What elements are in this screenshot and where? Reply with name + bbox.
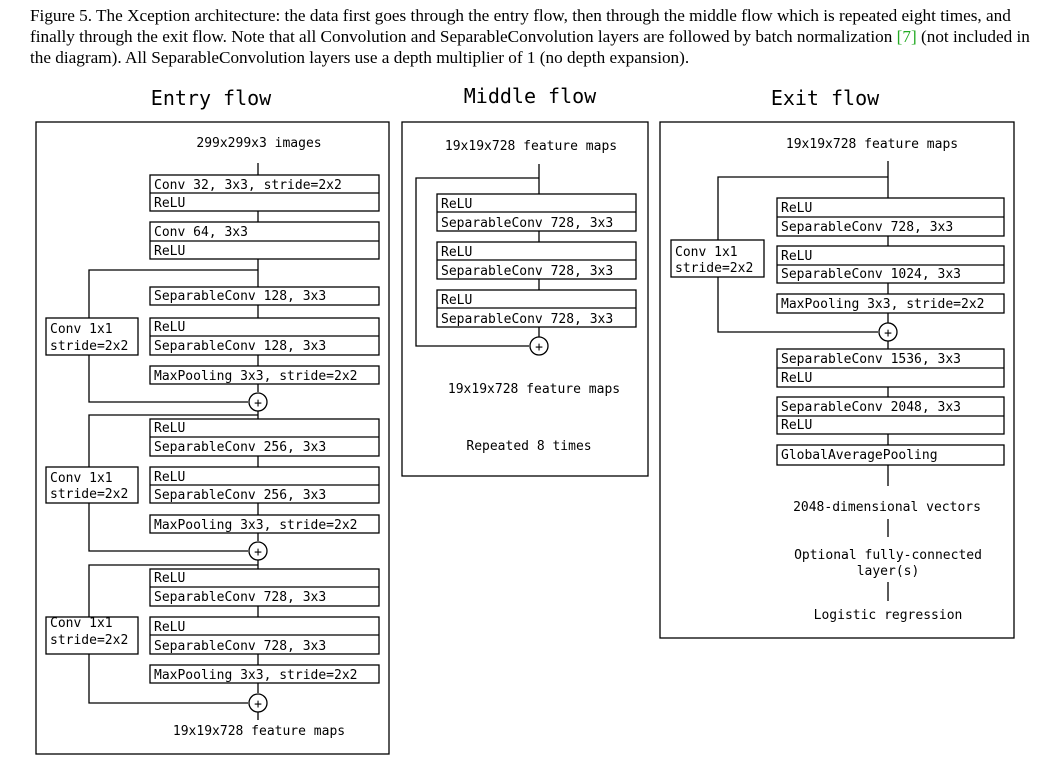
entry-input-label: 299x299x3 images — [196, 136, 321, 151]
layer-label: SeparableConv 728, 3x3 — [441, 264, 613, 279]
skip-label: stride=2x2 — [50, 487, 128, 502]
layer-label: ReLU — [781, 371, 812, 386]
figure-caption: Figure 5. The Xception architecture: the… — [30, 5, 1030, 68]
caption-text-1: Figure 5. The Xception architecture: the… — [30, 6, 1011, 46]
entry-skip-conv-3 — [45, 616, 139, 655]
layer-label: ReLU — [441, 197, 472, 212]
layer-label: SeparableConv 128, 3x3 — [154, 289, 326, 304]
caption-text-2: (not included in the diagram). All Separ… — [30, 27, 1030, 67]
layer-label: SeparableConv 728, 3x3 — [781, 220, 953, 235]
repeat-label: Repeated 8 times — [466, 439, 591, 454]
entry-add-node-1 — [248, 392, 268, 412]
fc-label: Optional fully-connected — [794, 548, 982, 563]
exit-flow-title: Exit flow — [770, 86, 880, 110]
layer-label: Conv 64, 3x3 — [154, 225, 248, 240]
layer-label: ReLU — [154, 196, 185, 211]
exit-gap-block — [776, 444, 1005, 466]
layer-label: ReLU — [154, 244, 185, 259]
middle-flow-title: Middle flow — [463, 84, 597, 108]
layer-label: SeparableConv 1536, 3x3 — [781, 352, 961, 367]
entry-add-node-3 — [248, 693, 268, 713]
entry-skip-conv-2 — [45, 466, 139, 504]
entry-maxpool-block-3 — [149, 664, 380, 684]
plus-sign: + — [884, 326, 892, 341]
layer-label: SeparableConv 728, 3x3 — [441, 216, 613, 231]
exit-flow-panel — [659, 121, 1015, 639]
plus-sign: + — [254, 545, 262, 560]
entry-skip-conv-1 — [45, 317, 139, 356]
layer-label: ReLU — [441, 293, 472, 308]
skip-label: Conv 1x1 — [50, 471, 113, 486]
layer-label: SeparableConv 728, 3x3 — [154, 590, 326, 605]
plus-sign: + — [535, 340, 543, 355]
layer-label: SeparableConv 128, 3x3 — [154, 339, 326, 354]
layer-label: ReLU — [781, 201, 812, 216]
entry-maxpool-block-1 — [149, 365, 380, 385]
middle-output-label: 19x19x728 feature maps — [448, 382, 620, 397]
plus-sign: + — [254, 697, 262, 712]
middle-input-label: 19x19x728 feature maps — [445, 139, 617, 154]
layer-label: SeparableConv 256, 3x3 — [154, 488, 326, 503]
skip-label: Conv 1x1 — [50, 322, 113, 337]
entry-flow-title: Entry flow — [150, 86, 272, 110]
skip-label: stride=2x2 — [675, 261, 753, 276]
layer-label: Conv 32, 3x3, stride=2x2 — [154, 178, 342, 193]
middle-add-node — [529, 336, 549, 356]
layer-label: ReLU — [154, 470, 185, 485]
middle-flow-panel — [401, 121, 649, 477]
exit-input-label: 19x19x728 feature maps — [786, 137, 958, 152]
entry-flow-panel — [35, 121, 390, 755]
skip-label: Conv 1x1 — [675, 245, 738, 260]
layer-label: MaxPooling 3x3, stride=2x2 — [781, 297, 985, 312]
entry-maxpool-block-2 — [149, 514, 380, 534]
skip-label: stride=2x2 — [50, 339, 128, 354]
layer-label: ReLU — [781, 249, 812, 264]
entry-sepconv128-block — [149, 286, 380, 306]
exit-maxpool-block — [776, 293, 1005, 314]
entry-output-label: 19x19x728 feature maps — [173, 724, 345, 739]
layer-label: GlobalAveragePooling — [781, 448, 938, 463]
layer-label: MaxPooling 3x3, stride=2x2 — [154, 668, 358, 683]
exit-add-node — [878, 322, 898, 342]
citation-link[interactable]: [7] — [896, 27, 917, 46]
layer-label: ReLU — [154, 421, 185, 436]
plus-sign: + — [254, 396, 262, 411]
fc-label: layer(s) — [857, 564, 920, 579]
layer-label: SeparableConv 728, 3x3 — [154, 639, 326, 654]
layer-label: SeparableConv 256, 3x3 — [154, 440, 326, 455]
layer-label: SeparableConv 728, 3x3 — [441, 312, 613, 327]
layer-label: MaxPooling 3x3, stride=2x2 — [154, 369, 358, 384]
layer-label: SeparableConv 1024, 3x3 — [781, 267, 961, 282]
skip-label: Conv 1x1 — [50, 616, 113, 631]
skip-label: stride=2x2 — [50, 633, 128, 648]
layer-label: ReLU — [154, 320, 185, 335]
vectors-label: 2048-dimensional vectors — [793, 500, 981, 515]
logistic-regression-label: Logistic regression — [814, 608, 963, 623]
layer-label: MaxPooling 3x3, stride=2x2 — [154, 518, 358, 533]
layer-label: SeparableConv 2048, 3x3 — [781, 400, 961, 415]
layer-label: ReLU — [154, 620, 185, 635]
exit-skip-conv — [670, 239, 765, 278]
layer-label: ReLU — [781, 418, 812, 433]
entry-add-node-2 — [248, 541, 268, 561]
layer-label: ReLU — [441, 245, 472, 260]
layer-label: ReLU — [154, 571, 185, 586]
